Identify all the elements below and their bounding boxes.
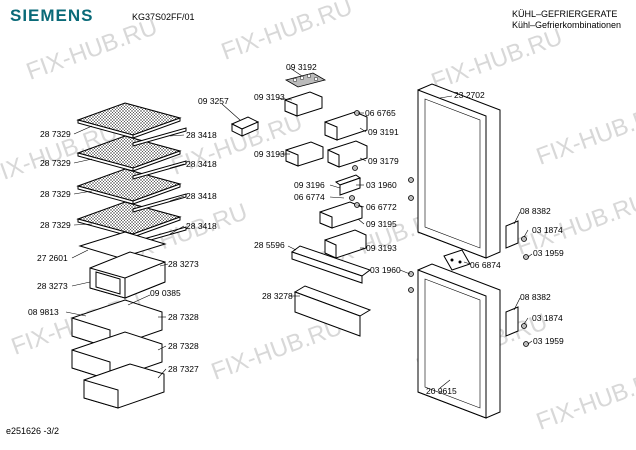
part-label: 28 7329 <box>40 158 71 168</box>
bottle-shelf <box>293 285 372 337</box>
part-label: 28 3273 <box>168 259 199 269</box>
part-label: 09 3193 <box>254 92 285 102</box>
document-id: e251626 -3/2 <box>6 426 60 436</box>
part-label: 20 9615 <box>426 386 457 396</box>
part-label: 09 3179 <box>368 156 399 166</box>
part-label: 27 2601 <box>37 253 68 263</box>
part-label: 28 3418 <box>186 159 217 169</box>
part-label: 03 1960 <box>366 180 397 190</box>
part-label: 08 8382 <box>520 206 551 216</box>
screws-middle <box>349 110 360 208</box>
freezer-drawer-3 <box>83 363 165 409</box>
title-line-2: Kühl–Gefrierkombinationen <box>512 20 622 30</box>
long-door-shelf <box>290 245 372 284</box>
part-label: 28 3273 <box>37 281 68 291</box>
part-label: 08 9813 <box>28 307 59 317</box>
watermark-text: FIX-HUB.RU <box>428 23 566 95</box>
part-label: 08 8382 <box>520 292 551 302</box>
part-label: 09 3193 <box>366 243 397 253</box>
watermark-text: FIX-HUB.RU <box>23 13 161 85</box>
door-bin <box>327 140 368 168</box>
egg-tray <box>284 72 327 88</box>
door-bin-butter <box>284 91 323 117</box>
small-box <box>230 116 260 137</box>
part-label: 03 1960 <box>370 265 401 275</box>
part-label: 09 0385 <box>150 288 181 298</box>
watermark-text: FIX-HUB.RU <box>168 108 306 180</box>
model-number: KG37S02FF/01 <box>132 12 195 22</box>
crisper-drawer-upper <box>89 251 166 299</box>
glass-shelf <box>76 135 182 172</box>
part-label: 03 1959 <box>533 248 564 258</box>
part-label: 28 3278 <box>262 291 293 301</box>
part-label: 28 3418 <box>186 191 217 201</box>
part-label: 23 2702 <box>454 90 485 100</box>
part-number-labels: 28 7329 28 3418 28 7329 28 3418 28 7329 … <box>28 62 564 396</box>
bottle-holder <box>319 201 363 229</box>
hinge-cover-plate <box>443 249 471 271</box>
part-label: 03 1959 <box>533 336 564 346</box>
part-label: 09 3257 <box>198 96 229 106</box>
watermark-text: FIX-HUB.RU <box>533 363 636 435</box>
part-label: 09 3196 <box>294 180 325 190</box>
part-label: 28 5596 <box>254 240 285 250</box>
brand-logo: SIEMENS <box>10 6 94 25</box>
part-label: 06 6772 <box>366 202 397 212</box>
part-label: 28 7328 <box>168 312 199 322</box>
part-label: 03 1874 <box>532 225 563 235</box>
watermark-text: FIX-HUB.RU <box>218 0 356 66</box>
part-label: 06 6774 <box>294 192 325 202</box>
door-bin <box>324 111 368 141</box>
leader-lines <box>65 67 533 389</box>
part-label: 09 3192 <box>286 62 317 72</box>
glass-shelf <box>76 201 182 238</box>
part-label: 03 1874 <box>532 313 563 323</box>
hinge-lower <box>505 306 529 347</box>
part-label: 28 3418 <box>186 221 217 231</box>
glass-shelf <box>76 102 182 139</box>
hinge-upper <box>505 220 529 260</box>
shelf-trim-strips <box>132 127 187 246</box>
bottle-clip <box>334 174 362 196</box>
glass-shelf <box>76 168 182 205</box>
part-label: 06 6765 <box>365 108 396 118</box>
part-label: 09 3191 <box>368 127 399 137</box>
freezer-door <box>417 263 501 419</box>
part-label: 28 7327 <box>168 364 199 374</box>
part-label: 06 6874 <box>470 260 501 270</box>
part-label: 28 7329 <box>40 220 71 230</box>
screws-right <box>408 177 414 293</box>
part-label: 28 7329 <box>40 189 71 199</box>
door-bin <box>285 141 324 167</box>
part-label: 28 7329 <box>40 129 71 139</box>
title-line-1: KÜHL–GEFRIERGERATE <box>512 9 618 19</box>
watermark-text: FIX-HUB.RU <box>208 313 346 385</box>
glass-plate <box>78 231 167 259</box>
part-label: 09 3193 <box>254 149 285 159</box>
part-label: 28 3418 <box>186 130 217 140</box>
watermark-text: FIX-HUB.RU <box>533 98 636 170</box>
part-label: 28 7328 <box>168 341 199 351</box>
fridge-door <box>417 83 501 259</box>
part-label: 09 3195 <box>366 219 397 229</box>
